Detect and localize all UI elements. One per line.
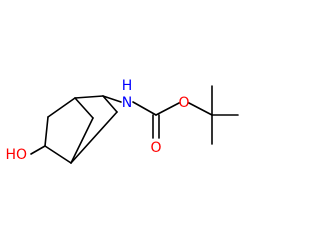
amine-n-label: N bbox=[122, 95, 132, 111]
bond-n-ccarbonyl bbox=[132, 101, 157, 116]
bond-c1-c6 bbox=[74, 95, 104, 99]
atom-labels: HO N H O O bbox=[5, 78, 189, 163]
bond-c3-o bbox=[30, 145, 46, 155]
hydroxyl-label: HO bbox=[5, 147, 27, 163]
carbonyl-oxygen-label: O bbox=[150, 140, 161, 156]
bond-c1-c7 bbox=[74, 97, 94, 119]
bond-c5-c4 bbox=[70, 111, 118, 164]
bond-c2-c3 bbox=[44, 116, 49, 147]
bond-c6-n bbox=[102, 95, 122, 103]
bond-c3-c4 bbox=[44, 145, 72, 164]
bonds bbox=[30, 85, 239, 164]
ester-oxygen-label: O bbox=[178, 95, 189, 111]
bond-c6-c5 bbox=[102, 95, 118, 113]
bond-ccarbonyl-oester bbox=[155, 102, 180, 116]
bond-c7-c4 bbox=[70, 117, 94, 164]
bond-c1-c2 bbox=[47, 97, 76, 118]
bond-oester-cq bbox=[188, 102, 213, 116]
structure-diagram: HO N H O O bbox=[5, 78, 239, 164]
amine-h-label: H bbox=[122, 78, 133, 94]
